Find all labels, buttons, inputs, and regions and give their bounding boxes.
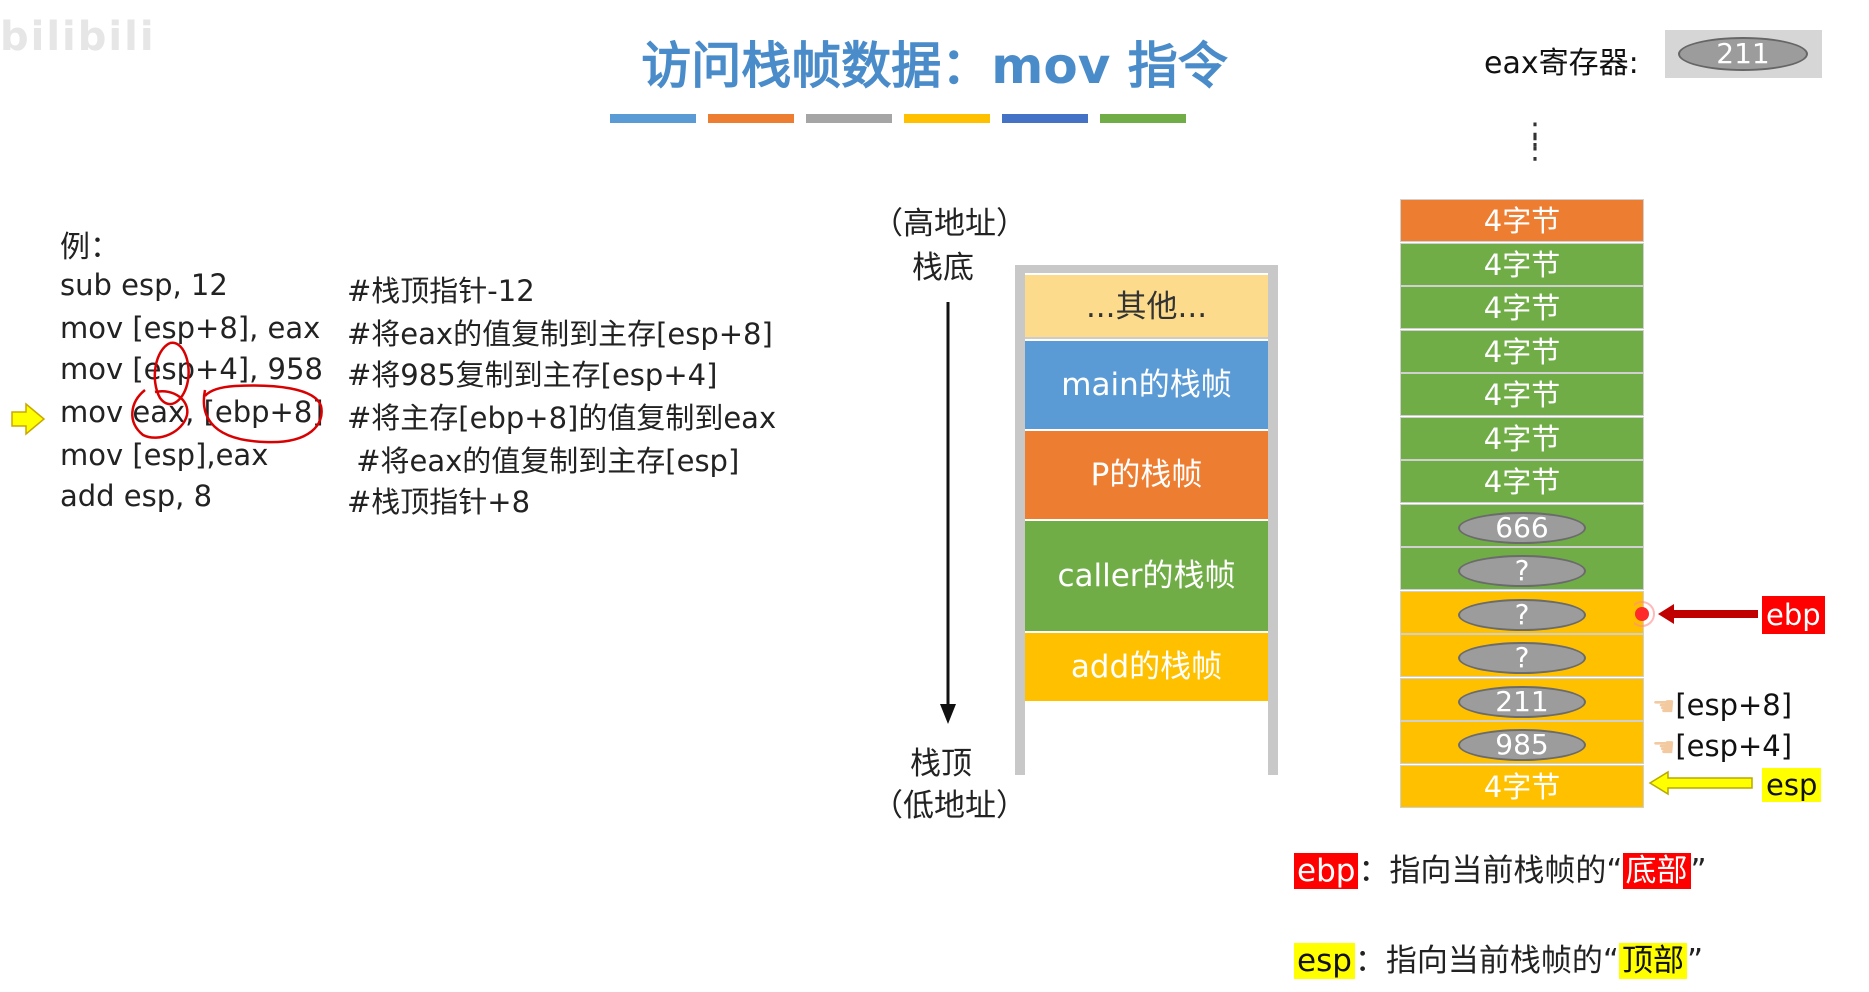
esp4-pointer-label: [esp+4] <box>1675 729 1793 763</box>
memory-cell: 4字节 <box>1400 765 1644 808</box>
memory-value-oval: 985 <box>1458 729 1586 761</box>
esp-legend-tag: esp <box>1294 943 1355 979</box>
memory-cell: 211 <box>1400 678 1644 721</box>
pointing-hand-icon: ☚ <box>1652 692 1676 722</box>
frame-p: P的栈帧 <box>1025 431 1268 519</box>
memory-value-oval: 666 <box>1458 512 1586 544</box>
esp-legend: esp：指向当前栈帧的“顶部” <box>1294 935 1703 980</box>
title-rule-segment <box>806 114 892 123</box>
high-address-label: （高地址） <box>872 206 1027 242</box>
code-line: add esp, 8 <box>60 479 213 513</box>
esp4-pointer: ☚[esp+4] <box>1652 729 1792 763</box>
memory-cell: 666 <box>1400 504 1644 547</box>
memory-cell: 4字节 <box>1400 330 1644 373</box>
memory-cell: 4字节 <box>1400 373 1644 416</box>
frame-other: ...其他... <box>1025 275 1268 339</box>
memory-ellipsis: ⋮⋮ <box>1520 117 1550 166</box>
memory-cell: 4字节 <box>1400 243 1644 286</box>
title-color-rule <box>610 114 1186 123</box>
code-line: mov [esp+8], eax <box>60 311 321 345</box>
memory-cell: 985 <box>1400 721 1644 764</box>
memory-cell: 4字节 <box>1400 417 1644 460</box>
stack-container <box>1015 265 1278 775</box>
code-comment: #将eax的值复制到主存[esp+8] <box>347 317 773 351</box>
memory-value-oval: 211 <box>1458 686 1586 718</box>
esp8-pointer: ☚[esp+8] <box>1652 688 1792 722</box>
title-rule-segment <box>708 114 794 123</box>
frame-main: main的栈帧 <box>1025 341 1268 429</box>
title-rule-segment <box>904 114 990 123</box>
memory-cell: 4字节 <box>1400 199 1644 242</box>
ebp-legend-tag: ebp <box>1294 853 1359 889</box>
ebp-legend: ebp：指向当前栈帧的“底部” <box>1294 845 1707 890</box>
eax-register-value: 211 <box>1678 37 1808 71</box>
ebp-legend-emphasis: 底部 <box>1622 853 1691 889</box>
esp8-pointer-label: [esp+8] <box>1675 688 1793 722</box>
code-line: mov eax, [ebp+8] <box>60 395 324 429</box>
memory-cell: ? <box>1400 591 1644 634</box>
memory-cell: ? <box>1400 547 1644 590</box>
eax-register-label: eax寄存器: <box>1484 46 1639 81</box>
watermark: bilibili <box>0 14 156 60</box>
memory-value-oval: ? <box>1458 642 1586 674</box>
code-line: mov [esp],eax <box>60 438 269 472</box>
title-rule-segment <box>1002 114 1088 123</box>
esp-legend-close: ” <box>1686 943 1704 979</box>
code-comment: #栈顶指针-12 <box>347 274 535 308</box>
slide-title: 访问栈帧数据：mov 指令 <box>641 37 1228 95</box>
memory-value-oval: ? <box>1458 555 1586 587</box>
esp-legend-text: ：指向当前栈帧的“ <box>1354 943 1619 979</box>
esp-pointer-label: esp <box>1762 768 1822 802</box>
esp-pointer-arrow-icon <box>1648 770 1753 796</box>
memory-cell: ? <box>1400 634 1644 677</box>
code-comment: #栈顶指针+8 <box>347 485 531 519</box>
frame-caller: caller的栈帧 <box>1025 521 1268 631</box>
ebp-pointer-label: ebp <box>1762 596 1825 634</box>
memory-cell: 4字节 <box>1400 460 1644 503</box>
ebp-legend-close: ” <box>1690 853 1707 889</box>
pointing-hand-icon: ☚ <box>1652 733 1676 763</box>
memory-value-oval: ? <box>1458 599 1586 631</box>
current-line-arrow-icon <box>11 402 46 436</box>
handwritten-circle-annotation <box>131 341 323 444</box>
ebp-pointer-arrow-icon <box>1634 601 1758 627</box>
example-heading: 例： <box>60 230 120 265</box>
growth-direction-arrow-icon <box>940 302 956 724</box>
frame-add: add的栈帧 <box>1025 633 1268 701</box>
esp-legend-emphasis: 顶部 <box>1618 943 1687 979</box>
code-line: mov [esp+4], 958 <box>60 352 323 386</box>
code-line: sub esp, 12 <box>60 268 228 302</box>
code-comment: #将主存[ebp+8]的值复制到eax <box>347 401 777 435</box>
title-rule-segment <box>1100 114 1186 123</box>
memory-cell: 4字节 <box>1400 286 1644 329</box>
stack-top-label: 栈顶 <box>910 746 972 782</box>
stack-bottom-label: 栈底 <box>912 250 974 286</box>
code-comment: #将985复制到主存[esp+4] <box>347 358 718 392</box>
low-address-label: （低地址） <box>872 788 1027 824</box>
ebp-legend-text: ：指向当前栈帧的“ <box>1358 853 1623 889</box>
title-rule-segment <box>610 114 696 123</box>
code-comment: #将eax的值复制到主存[esp] <box>347 444 740 478</box>
